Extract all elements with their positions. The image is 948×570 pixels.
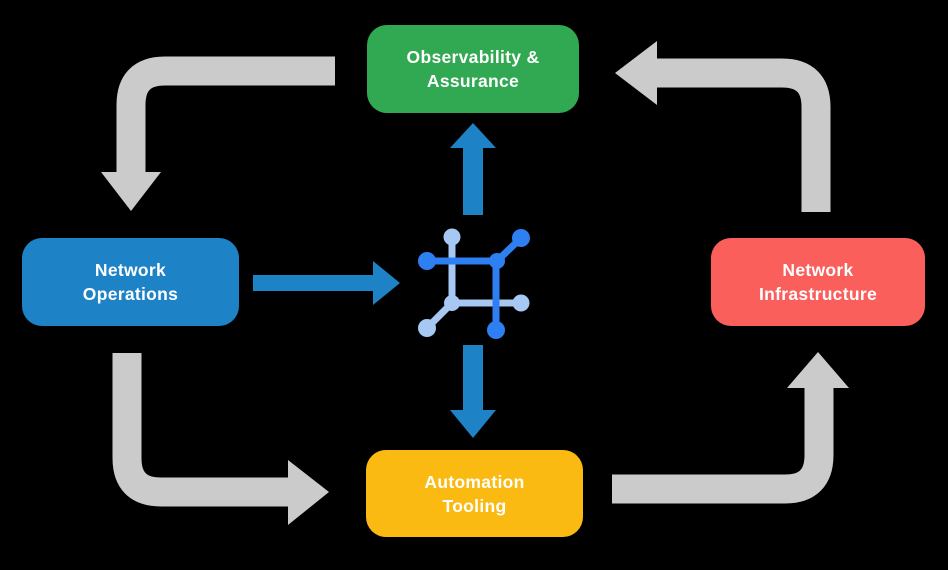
node-label-line: Operations <box>82 284 179 304</box>
node-network-infrastructure: Network Infrastructure <box>711 238 925 326</box>
node-label-line: Infrastructure <box>759 284 877 304</box>
node-label-line: Network <box>782 260 854 280</box>
arrow-center-to-automation <box>450 345 496 438</box>
arrow-center-to-observability <box>450 123 496 215</box>
network-mesh-icon <box>418 228 530 339</box>
arrowhead-up-icon <box>787 352 849 388</box>
node-observability-assurance: Observability & Assurance <box>367 25 579 113</box>
node-network-operations: Network Operations <box>22 238 239 326</box>
arrow-infrastructure-to-observability <box>615 41 831 212</box>
arrow-observability-to-operations <box>101 56 335 211</box>
node-automation-tooling: Automation Tooling <box>366 450 583 537</box>
arrow-operations-to-automation <box>112 353 329 525</box>
node-label-line: Tooling <box>442 495 507 516</box>
arrow-operations-to-center <box>253 261 400 305</box>
node-label-line: Automation <box>424 471 525 492</box>
arrowhead-right-icon <box>288 460 329 525</box>
node-label-line: Assurance <box>426 71 520 91</box>
arrowhead-down-icon <box>101 172 161 211</box>
node-label-line: Observability & <box>406 47 540 67</box>
arrow-automation-to-infrastructure <box>612 352 849 504</box>
node-label-line: Network <box>94 260 167 280</box>
arrowhead-left-icon <box>615 41 657 105</box>
network-icon-dark-part <box>418 229 530 339</box>
